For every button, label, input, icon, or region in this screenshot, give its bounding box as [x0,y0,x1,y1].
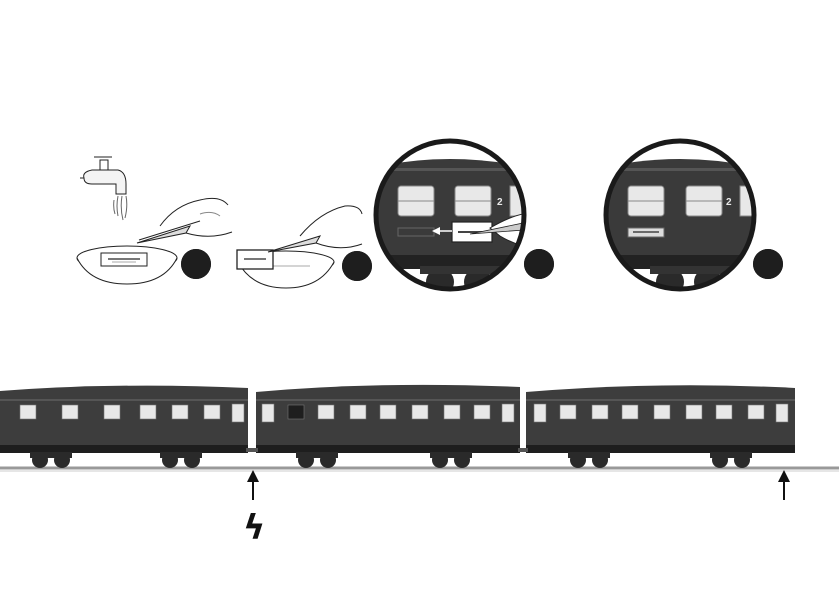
passenger-train [0,385,839,471]
faucet-icon [80,157,127,220]
tweezers-hand-icon-2 [268,206,362,252]
arrow-end-coupler [778,470,790,500]
coach-3 [526,385,795,468]
step-2-illustration [237,206,362,288]
water-dish-icon [77,246,177,284]
step-4-number [753,249,783,279]
coach-1 [0,386,248,468]
step-3-number [524,249,554,279]
step-1-number [181,249,211,279]
svg-text:2: 2 [726,197,732,208]
lightning-icon: ϟ [243,508,265,548]
step-2-number [342,251,372,281]
step-4-closeup: 2 [600,140,760,296]
step-3-closeup: 2 [370,140,545,296]
arrow-current-pickup [247,470,259,500]
svg-text:2: 2 [497,197,503,208]
coach-2 [256,385,520,468]
tweezers-hand-icon [137,198,232,243]
decal-paper-icon [237,250,273,269]
